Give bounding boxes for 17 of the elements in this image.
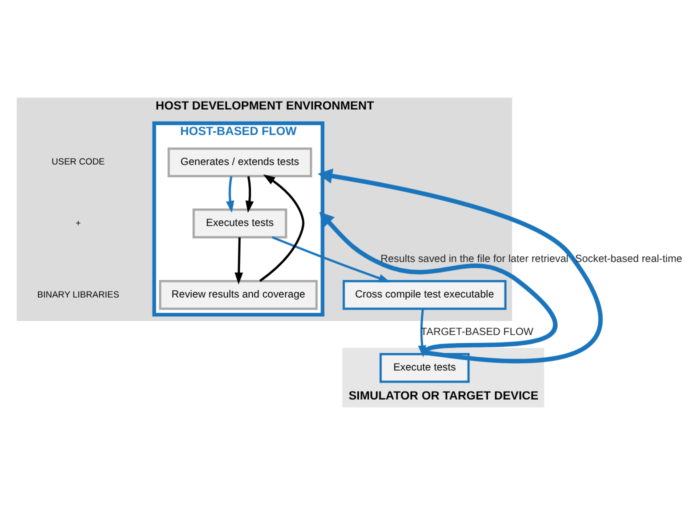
arrow (234, 237, 243, 284)
node-box: Execute tests (380, 353, 470, 383)
arrow (418, 308, 426, 358)
arrow (259, 174, 304, 282)
label: + (76, 218, 81, 228)
arrow (272, 236, 391, 282)
arrow (318, 168, 602, 364)
arrow (246, 176, 254, 213)
arrow (226, 176, 234, 213)
edge-label: Results saved in the file for later retrieval (380, 254, 568, 265)
node-box: Generates / extends tests (168, 147, 312, 178)
node-box: Review results and coverage (159, 280, 318, 310)
edge-label: Socket-based real-time (575, 254, 682, 265)
node-box: Cross compile test executable (342, 280, 507, 310)
label: BINARY LIBRARIES (37, 289, 120, 300)
label: USER CODE (52, 156, 105, 167)
node-box: Executes tests (192, 208, 288, 238)
